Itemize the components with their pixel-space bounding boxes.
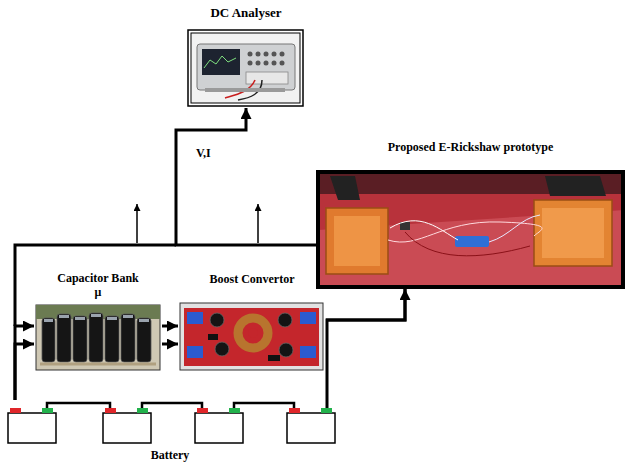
wire-connector [326,289,405,320]
measure-arrow [136,204,138,243]
prototype-box: Proposed E-Rickshaw prototype [316,136,625,289]
signal-label: V,I [194,146,213,160]
node-heading: Proposed E-Rickshaw prototype [388,140,554,154]
rickshaw-photo [318,172,625,287]
wire-connector [15,344,34,400]
battery-box: Battery [4,400,336,463]
measure-arrow [257,204,259,243]
wire-connector [176,108,316,245]
capacitor-photo [36,305,160,370]
analyser-photo [188,30,303,106]
wire-connector [162,325,178,328]
node-subtext: μ [95,285,102,299]
analyser-box: DC Analyser [186,2,306,108]
wire-connector [15,326,34,400]
node-heading: DC Analyser [210,6,281,20]
boost-converter-photo [180,303,323,370]
battery-cells [8,403,335,443]
node-heading: Battery [151,448,190,462]
wire-connector [162,343,178,346]
node-heading: Capacitor Bank [57,271,138,285]
bus-wire [15,245,176,326]
wire-connector [327,289,405,408]
node-heading: Boost Convertor [210,272,295,286]
converter-box: Boost Convertor [178,270,326,372]
capacitor-bank-box: Capacitor Bankμ [34,270,162,372]
